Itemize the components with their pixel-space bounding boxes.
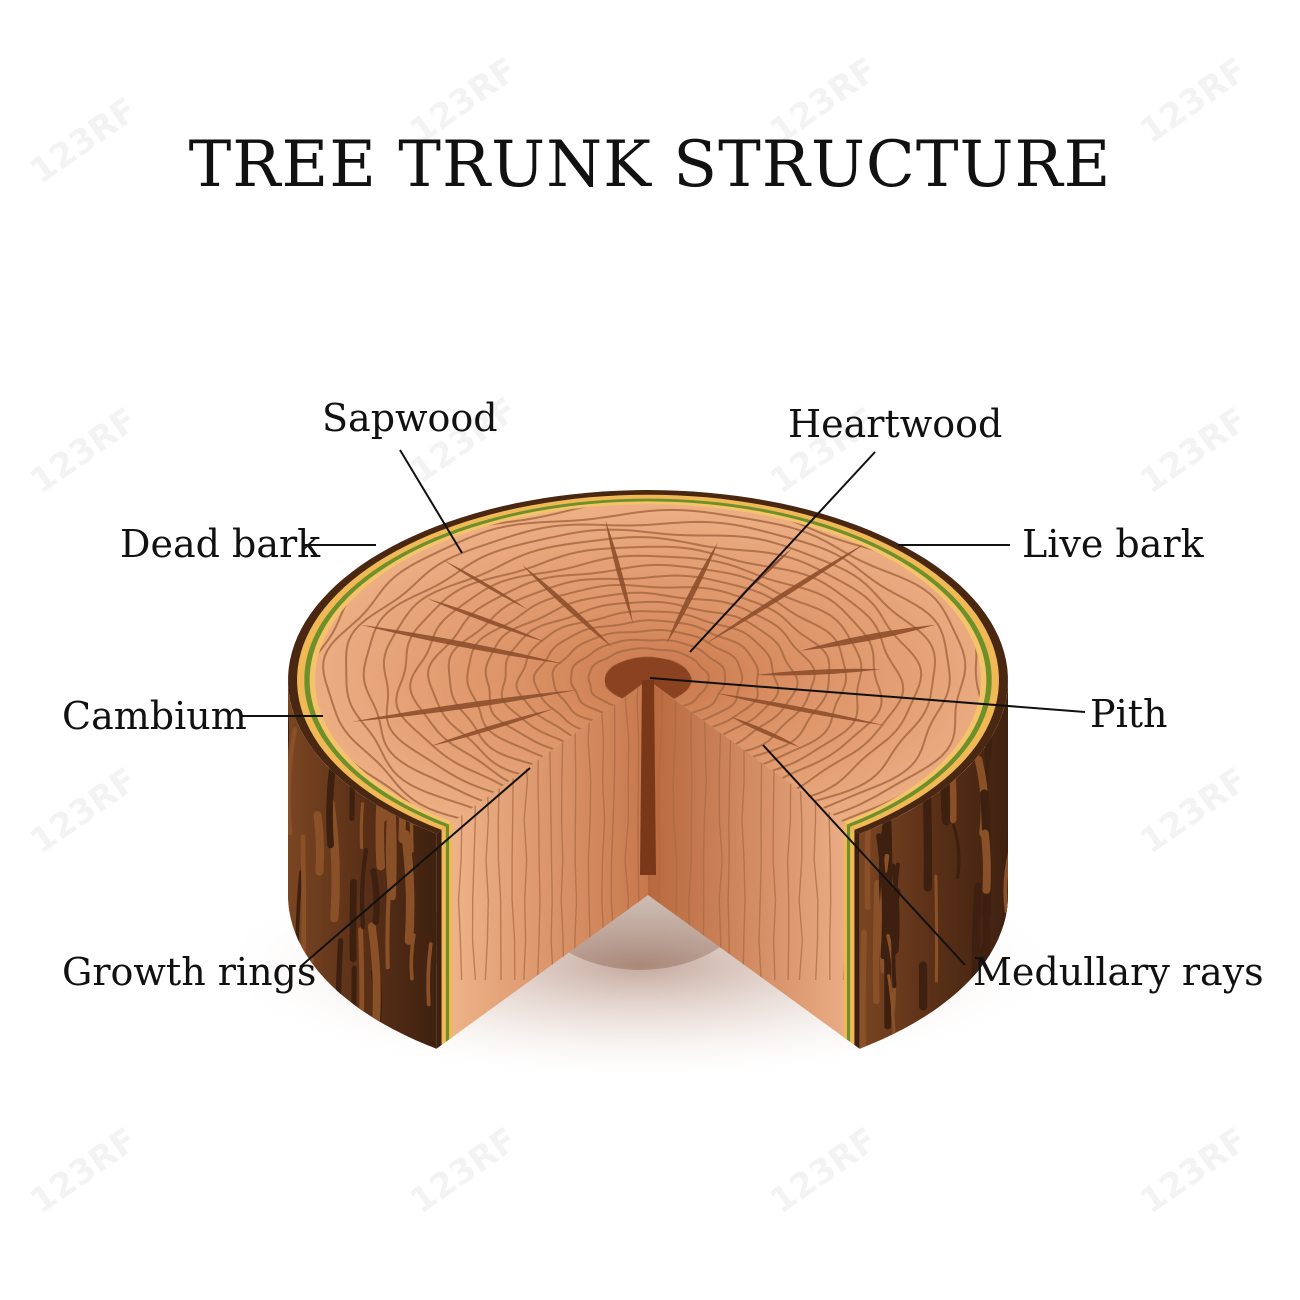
label-growth-rings: Growth rings	[62, 950, 316, 994]
cut-edge-layer	[449, 822, 452, 1039]
watermark-text: 123RF	[23, 1120, 145, 1222]
label-live-bark: Live bark	[1022, 522, 1204, 566]
bark-texture-stroke	[303, 837, 304, 959]
watermark-text: 123RF	[763, 1120, 885, 1222]
bark-texture-stroke	[372, 926, 377, 1029]
bark-texture-stroke	[361, 804, 362, 848]
bark-texture-stroke	[863, 933, 864, 1050]
page-title: TREE TRUNK STRUCTURE	[0, 128, 1300, 202]
watermark-text: 123RF	[23, 760, 145, 862]
bark-texture-stroke	[373, 871, 376, 922]
cut-edge-layer	[442, 827, 446, 1045]
bark-texture-stroke	[387, 891, 388, 967]
label-sapwood: Sapwood	[322, 396, 498, 440]
bark-texture-stroke	[876, 883, 877, 1001]
cut-edge-layer	[854, 830, 859, 1049]
cut-edge-layer	[850, 827, 854, 1045]
bark-texture-stroke	[985, 834, 987, 890]
label-cambium: Cambium	[62, 694, 247, 738]
watermark-text: 123RF	[23, 400, 145, 502]
cut-edge-layer	[436, 830, 441, 1049]
watermark-text: 123RF	[1133, 400, 1255, 502]
label-pith: Pith	[1090, 692, 1167, 736]
label-medullary-rays: Medullary rays	[973, 950, 1264, 994]
watermark-text: 123RF	[1133, 1120, 1255, 1222]
bark-texture-stroke	[1012, 692, 1015, 770]
bark-texture-stroke	[936, 876, 937, 981]
cut-edge-layer	[446, 825, 449, 1042]
watermark-text: 123RF	[1133, 760, 1255, 862]
watermark-text: 123RF	[403, 1120, 525, 1222]
cut-edge-layer	[847, 825, 850, 1042]
bark-texture-stroke	[927, 798, 928, 887]
bark-texture-stroke	[405, 834, 410, 940]
label-dead-bark: Dead bark	[120, 522, 320, 566]
cut-edge-layer	[844, 822, 847, 1039]
bark-texture-stroke	[280, 687, 286, 754]
pith-cut-edge	[640, 680, 656, 875]
bark-texture-stroke	[317, 815, 320, 871]
label-heartwood: Heartwood	[788, 402, 1002, 446]
